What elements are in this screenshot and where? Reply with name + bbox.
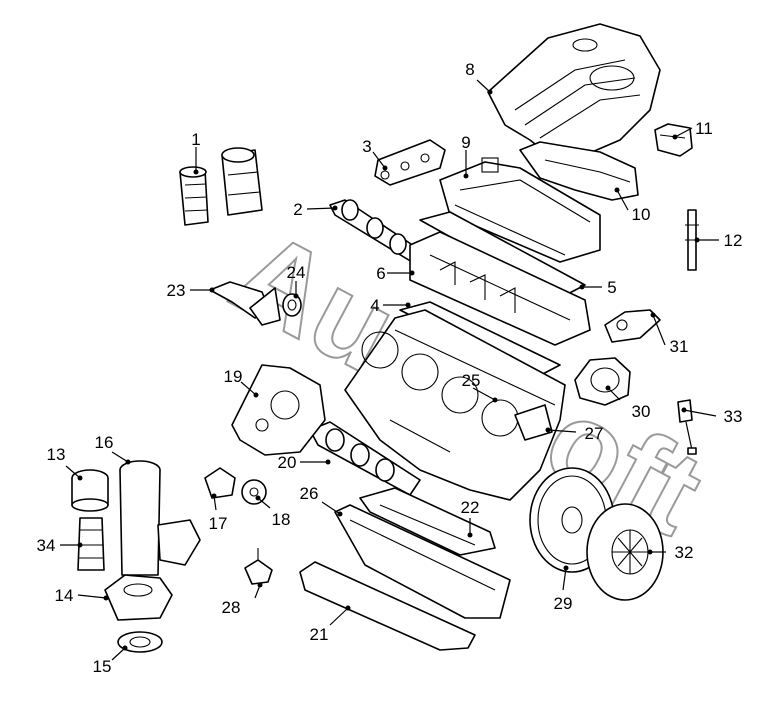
callout-13: 13 [47, 445, 66, 464]
callout-10: 10 [632, 205, 651, 224]
callout-29: 29 [554, 594, 573, 613]
part-cylinder-head-6 [409, 231, 591, 346]
part-base-14 [104, 574, 173, 621]
callout-30: 30 [632, 402, 651, 421]
callout-9: 9 [461, 133, 470, 152]
part-sensor-17 [204, 467, 236, 499]
part-oil-pan-26 [334, 504, 511, 619]
callout-3: 3 [362, 137, 371, 156]
part-oil-pan-21 [299, 561, 476, 651]
part-sensor-28 [244, 548, 273, 585]
callout-22: 22 [461, 498, 480, 517]
part-bracket-27 [514, 404, 553, 441]
callout-14: 14 [55, 586, 74, 605]
callout-21: 21 [310, 625, 329, 644]
callout-11: 11 [695, 119, 713, 138]
callout-labels: 1 2 3 4 5 6 8 9 10 11 12 13 14 15 16 17 … [37, 60, 743, 676]
part-camshaft-2 [329, 199, 421, 263]
anchor-dots [77, 89, 700, 651]
callout-28: 28 [222, 598, 241, 617]
part-sensor-11 [654, 123, 693, 157]
callout-32: 32 [675, 543, 694, 562]
part-timing-cover-19 [231, 364, 326, 456]
callout-24: 24 [287, 263, 306, 282]
callout-5: 5 [607, 278, 616, 297]
part-seal-24 [282, 293, 302, 317]
callout-34: 34 [37, 536, 56, 555]
callout-23: 23 [167, 281, 186, 300]
part-gear-18 [241, 479, 267, 505]
part-gasket-15 [117, 631, 163, 653]
callout-25: 25 [462, 371, 481, 390]
callout-27: 27 [585, 424, 604, 443]
part-engine-cover [487, 23, 661, 161]
callout-8: 8 [465, 60, 474, 79]
callout-18: 18 [272, 510, 291, 529]
callout-2: 2 [293, 200, 302, 219]
leader-lines [60, 79, 719, 661]
callout-20: 20 [278, 453, 297, 472]
callout-4: 4 [370, 296, 379, 315]
callout-19: 19 [224, 367, 243, 386]
part-oil-filter-1 [179, 147, 263, 226]
part-filler-cap-13 [71, 469, 109, 512]
part-valve-cover-9 [439, 157, 601, 263]
callout-33: 33 [724, 407, 743, 426]
callout-31: 31 [670, 337, 689, 356]
part-crankshaft-20 [309, 421, 421, 496]
part-filter-housing-16 [119, 460, 201, 576]
callout-16: 16 [95, 433, 114, 452]
part-pump-30 [574, 357, 631, 406]
part-sensor-12 [685, 209, 699, 271]
callout-12: 12 [724, 231, 743, 250]
callout-17: 17 [209, 514, 228, 533]
callout-15: 15 [93, 657, 112, 676]
part-hose-23 [209, 281, 281, 326]
part-bracket-31 [604, 309, 661, 343]
part-coil-pack-3 [374, 139, 446, 186]
callout-26: 26 [300, 484, 319, 503]
part-engine-block [344, 309, 566, 501]
part-cover-plate-10 [519, 141, 639, 201]
callout-1: 1 [191, 130, 200, 149]
callout-6: 6 [376, 264, 385, 283]
part-insert-34 [77, 517, 105, 571]
part-pickup-22 [359, 487, 496, 556]
